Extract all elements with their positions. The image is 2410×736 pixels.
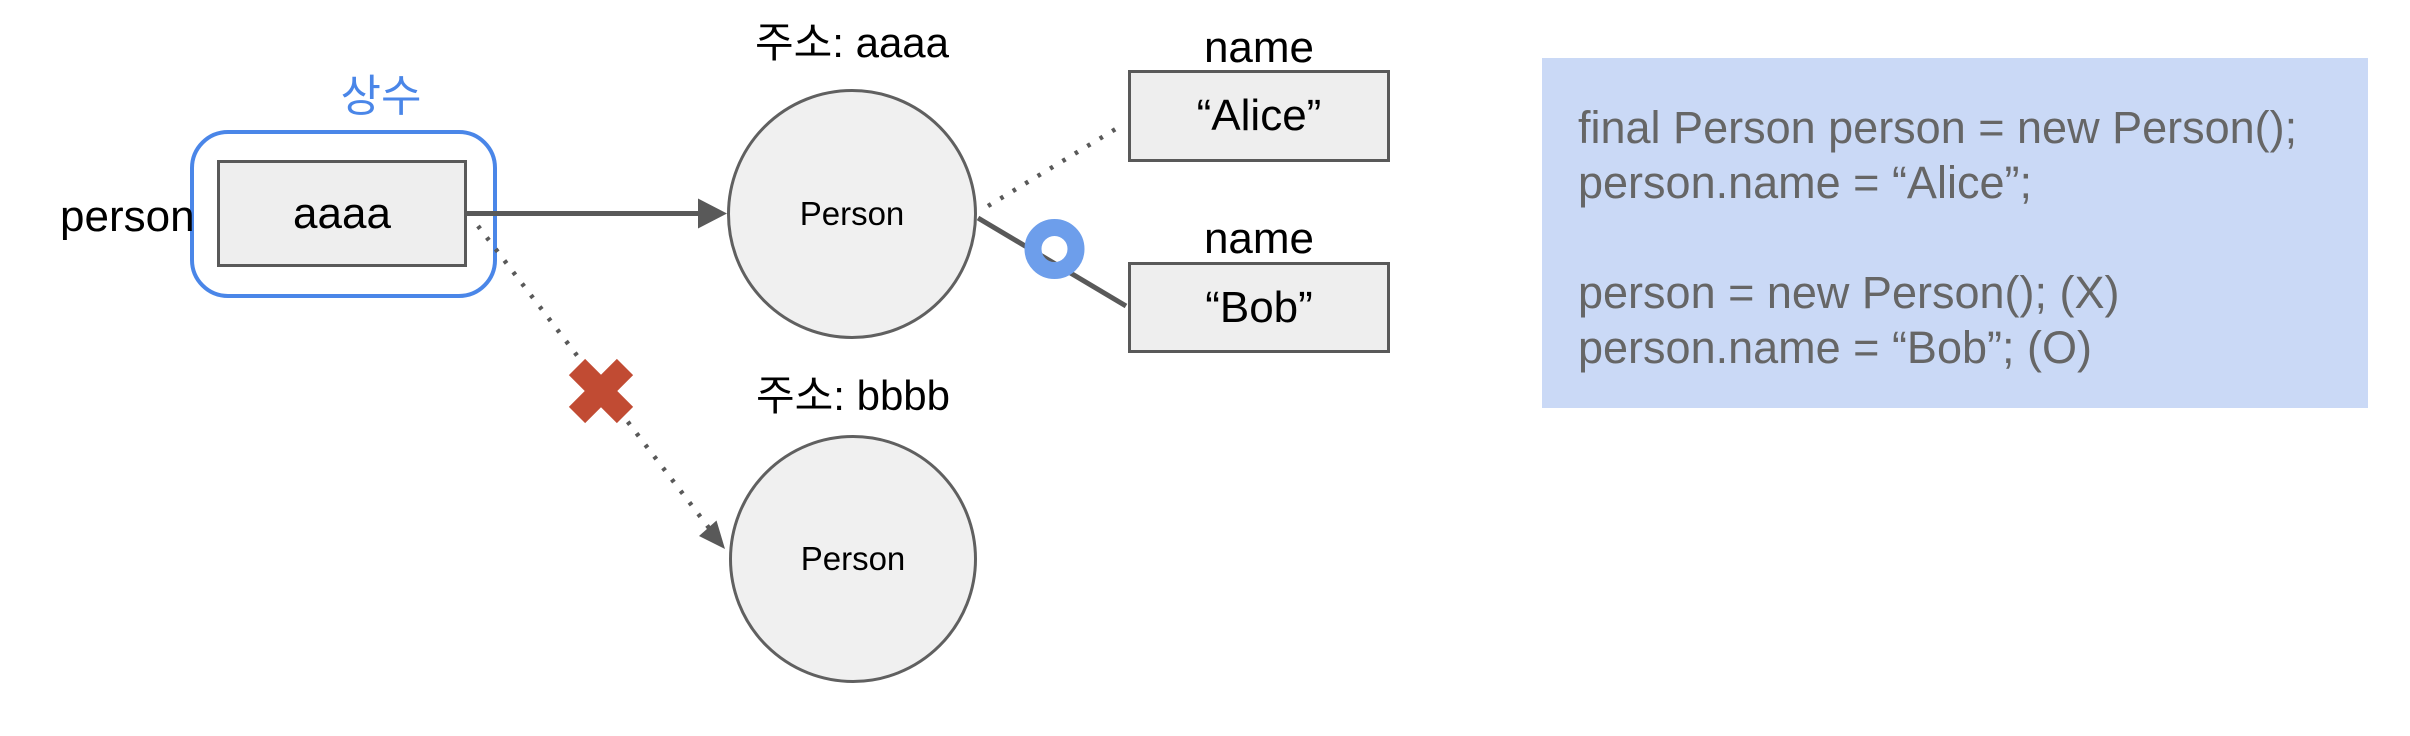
object-a-circle: Person bbox=[727, 89, 977, 339]
new-field-link bbox=[976, 215, 1128, 309]
code-panel: final Person person = new Person(); pers… bbox=[1542, 58, 2368, 408]
field-value-box-bob: “Bob” bbox=[1128, 262, 1390, 353]
variable-value-box: aaaa bbox=[217, 160, 467, 267]
old-field-link bbox=[986, 122, 1126, 208]
object-b-address-label: 주소: bbbb bbox=[755, 372, 951, 419]
field-label-name-alice: name bbox=[1203, 23, 1315, 72]
reference-arrow bbox=[467, 198, 727, 229]
x-mark-icon bbox=[568, 358, 634, 424]
code-line-2: person.name = “Alice”; bbox=[1578, 157, 2032, 208]
code-line-5: person.name = “Bob”; (O) bbox=[1578, 322, 2092, 373]
object-a-address-label: 주소: aaaa bbox=[754, 19, 950, 66]
forbidden-reference-arrow bbox=[476, 224, 725, 549]
o-mark-icon bbox=[1024, 219, 1085, 279]
code-line-3 bbox=[1578, 210, 2368, 265]
field-label-name-bob: name bbox=[1203, 214, 1315, 263]
object-a-class-name: Person bbox=[799, 195, 905, 232]
variable-name-label: person bbox=[60, 192, 195, 241]
code-line-1: final Person person = new Person(); bbox=[1578, 102, 2298, 153]
field-value-box-alice: “Alice” bbox=[1128, 70, 1390, 162]
field-value-alice: “Alice” bbox=[1196, 91, 1322, 140]
field-value-bob: “Bob” bbox=[1205, 282, 1313, 332]
variable-value: aaaa bbox=[293, 188, 391, 238]
constant-badge-label: 상수 bbox=[340, 72, 422, 121]
code-line-4: person = new Person(); (X) bbox=[1578, 267, 2120, 318]
object-b-circle: Person bbox=[729, 435, 977, 683]
object-b-class-name: Person bbox=[800, 540, 906, 577]
